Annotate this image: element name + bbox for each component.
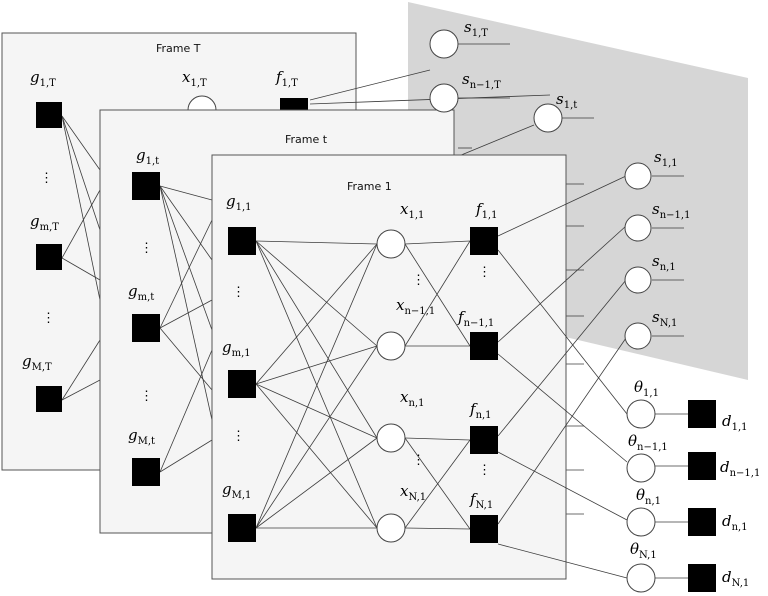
variable-theta-n-1-1 [626,453,656,483]
factor-g-m-1 [228,370,256,398]
label-f-N-1: fN,1 [469,490,493,511]
variable-theta-1-1 [626,399,656,429]
frame-t-title: Frame t [285,133,328,146]
label-d-n-1: dn,1 [722,512,748,533]
label-x-n-1-1: xn−1,1 [396,296,435,317]
label-g-1-1: g1,1 [226,192,252,213]
variable-s-n-1-T [429,83,459,113]
ellipsis-g-t-lower: ⋮ [140,389,153,404]
label-s-n-1-T: sn−1,T [462,70,501,91]
variable-s-N-1 [624,322,652,350]
label-f-1-T: f1,T [275,68,298,89]
frame-1-edges [255,175,688,579]
label-s-1-1: s1,1 [654,148,678,169]
variable-x-n-1 [376,423,406,453]
ellipsis-g-T-lower: ⋮ [42,311,55,326]
frame-t-edges [159,117,594,473]
factor-g-m-t [132,314,160,342]
variable-x-1-1 [376,229,406,259]
factor-f-n-1 [470,426,498,454]
ellipsis-g-t-upper: ⋮ [140,241,153,256]
variable-s-1-1 [624,162,652,190]
frame-1-title: Frame 1 [347,180,392,193]
ellipsis-g-1-upper: ⋮ [232,285,245,300]
frame-1: Frame 1 [211,154,688,580]
s-variables-front: s1,1 sn−1,1 sn,1 sN,1 [624,148,690,350]
label-theta-n-1-1: θn−1,1 [628,432,668,453]
label-g-M-T: gM,T [22,352,52,373]
variable-s-n-1 [624,266,652,294]
variable-s-n-1-1 [624,214,652,242]
label-g-M-1: gM,1 [222,480,251,501]
factor-f-N-1 [470,515,498,543]
factor-g-M-t [132,458,160,486]
label-theta-1-1: θ1,1 [634,378,659,399]
label-g-m-1: gm,1 [222,338,251,359]
theta-d-column: θ1,1 θn−1,1 θn,1 θN,1 d1,1 dn−1,1 dn,1 d… [626,378,760,593]
variable-s-1-t [533,103,563,133]
ellipsis-x-1-upper: ⋮ [412,273,425,288]
label-f-n-1-1: fn−1,1 [457,308,494,329]
factor-d-1-1 [688,400,716,428]
ellipsis-f-1-upper: ⋮ [478,265,491,280]
label-g-m-t: gm,t [128,282,154,303]
factor-g-1-1 [228,227,256,255]
factor-d-N-1 [688,564,716,592]
ellipsis-f-1-lower: ⋮ [478,463,491,478]
factor-g-1-T [36,102,62,128]
ellipsis-x-1-lower: ⋮ [412,453,425,468]
label-x-1-1: x1,1 [400,200,424,221]
frame-t-right-stubs [566,183,584,515]
variable-s-1-T [429,29,459,59]
label-s-1-t: s1,t [556,90,577,111]
label-d-N-1: dN,1 [722,568,749,589]
label-d-n-1-1: dn−1,1 [720,458,760,479]
factor-d-n-1 [688,508,716,536]
variable-x-N-1 [376,513,406,543]
label-x-1-T: x1,T [182,68,207,89]
label-f-1-1: f1,1 [475,200,497,221]
ellipsis-g-1-lower: ⋮ [232,429,245,444]
label-s-1-T: s1,T [464,18,488,39]
label-g-1-t: g1,t [136,146,159,167]
label-g-m-T: gm,T [30,212,59,233]
variable-x-n-1-1 [376,331,406,361]
factor-g-1-t [132,172,160,200]
ellipsis-g-T-upper: ⋮ [40,171,53,186]
label-x-N-1: xN,1 [400,482,426,503]
label-s-n-1-1: sn−1,1 [652,200,690,221]
label-d-1-1: d1,1 [722,412,748,433]
factor-f-n-1-1 [470,332,498,360]
factor-g-M-1 [228,514,256,542]
label-theta-n-1: θn,1 [636,486,661,507]
label-theta-N-1: θN,1 [630,540,657,561]
frame-T-title: Frame T [156,42,201,55]
label-g-M-t: gM,t [128,426,155,447]
label-g-1-T: g1,T [30,68,56,89]
label-s-n-1: sn,1 [652,252,676,273]
label-x-n-1: xn,1 [400,388,424,409]
label-s-N-1: sN,1 [652,308,677,329]
label-f-n-1: fn,1 [469,400,492,421]
factor-g-m-T [36,244,62,270]
variable-theta-N-1 [626,563,656,593]
factor-f-1-1 [470,227,498,255]
variable-theta-n-1 [626,507,656,537]
s-variables-back: s1,T sn−1,T s1,t [429,18,577,149]
factor-g-M-T [36,386,62,412]
factor-d-n-1-1 [688,452,716,480]
